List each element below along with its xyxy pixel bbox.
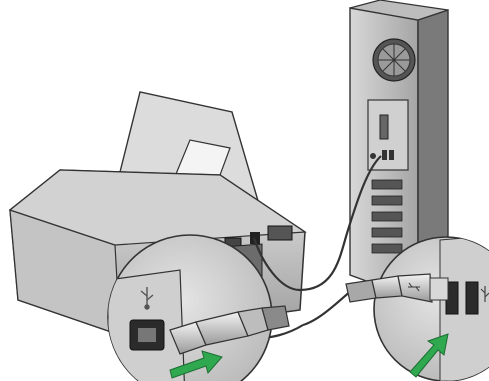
- phone-ports: [268, 226, 292, 240]
- usb-a-socket: [466, 282, 478, 314]
- usb-port: [389, 150, 394, 160]
- usb-port: [382, 150, 387, 160]
- cooling-fan-icon: [373, 39, 415, 81]
- parallel-port: [380, 115, 388, 139]
